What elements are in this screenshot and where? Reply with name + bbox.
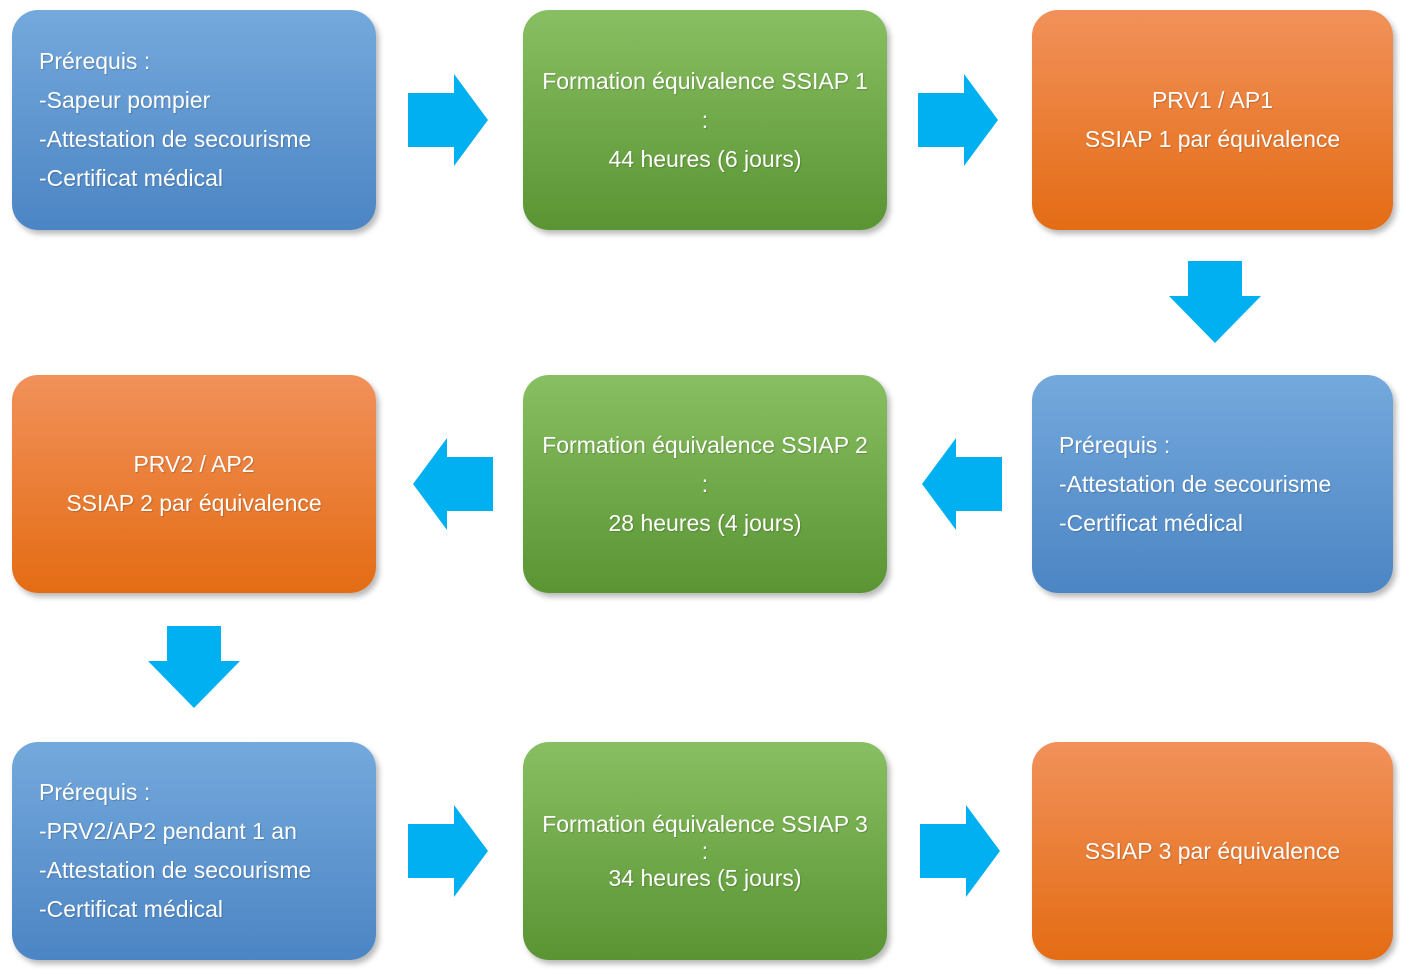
arrow-left-icon [413,438,493,530]
box-text-line: Prérequis : [1059,431,1171,458]
formation-ssiap2-box: Formation équivalence SSIAP 2 : 28 heure… [523,375,887,593]
box-text-line: -Certificat médical [39,896,224,922]
box-text-line: -PRV2/AP2 pendant 1 an [39,818,297,844]
arrow-right-icon [408,74,488,166]
box-text-line: SSIAP 3 par équivalence [1084,837,1341,864]
arrow-left-icon [922,438,1002,530]
result-ssiap2-box: PRV2 / AP2 SSIAP 2 par équivalence [12,375,376,593]
box-text-line: PRV2 / AP2 [133,451,255,477]
prerequisites-ssiap2-box: Prérequis : -Attestation de secourisme -… [1032,375,1393,593]
arrow-right-icon [408,805,488,897]
formation-ssiap1-box: Formation équivalence SSIAP 1 : 44 heure… [523,10,887,230]
box-text-line: -Certificat médical [39,165,224,191]
box-text-line: 28 heures (4 jours) [608,509,802,536]
box-text-line: -Attestation de secourisme [39,126,312,152]
box-text-line: PRV1 / AP1 [1151,87,1274,113]
prerequisites-ssiap1-box: Prérequis : -Sapeur pompier -Attestation… [12,10,376,230]
box-text-line: SSIAP 1 par équivalence [1084,126,1341,152]
arrow-down-icon [148,626,240,708]
arrow-right-icon [920,805,1000,897]
prerequisites-ssiap3-box: Prérequis : -PRV2/AP2 pendant 1 an -Atte… [12,742,376,960]
box-text-line: Formation équivalence SSIAP 2 : [542,431,868,497]
box-text-line: SSIAP 2 par équivalence [66,490,322,516]
result-ssiap1-box: PRV1 / AP1 SSIAP 1 par équivalence [1032,10,1393,230]
arrow-down-icon [1169,261,1261,343]
box-text-line: -Attestation de secourisme [1059,470,1332,497]
result-ssiap3-box: SSIAP 3 par équivalence [1032,742,1393,960]
arrow-right-icon [918,74,998,166]
box-text-line: Prérequis : [39,779,151,805]
box-text-line: Prérequis : [39,48,151,74]
box-text-line: Formation équivalence SSIAP 1 : [542,67,868,133]
formation-ssiap3-box: Formation équivalence SSIAP 3 : 34 heure… [523,742,887,960]
box-text-line: 44 heures (6 jours) [608,145,802,172]
box-text-line: 34 heures (5 jours) [608,864,802,891]
box-text-line: -Certificat médical [1059,509,1244,536]
box-text-line: -Attestation de secourisme [39,857,312,883]
box-text-line: -Sapeur pompier [39,87,211,113]
box-text-line: Formation équivalence SSIAP 3 : [542,810,868,864]
